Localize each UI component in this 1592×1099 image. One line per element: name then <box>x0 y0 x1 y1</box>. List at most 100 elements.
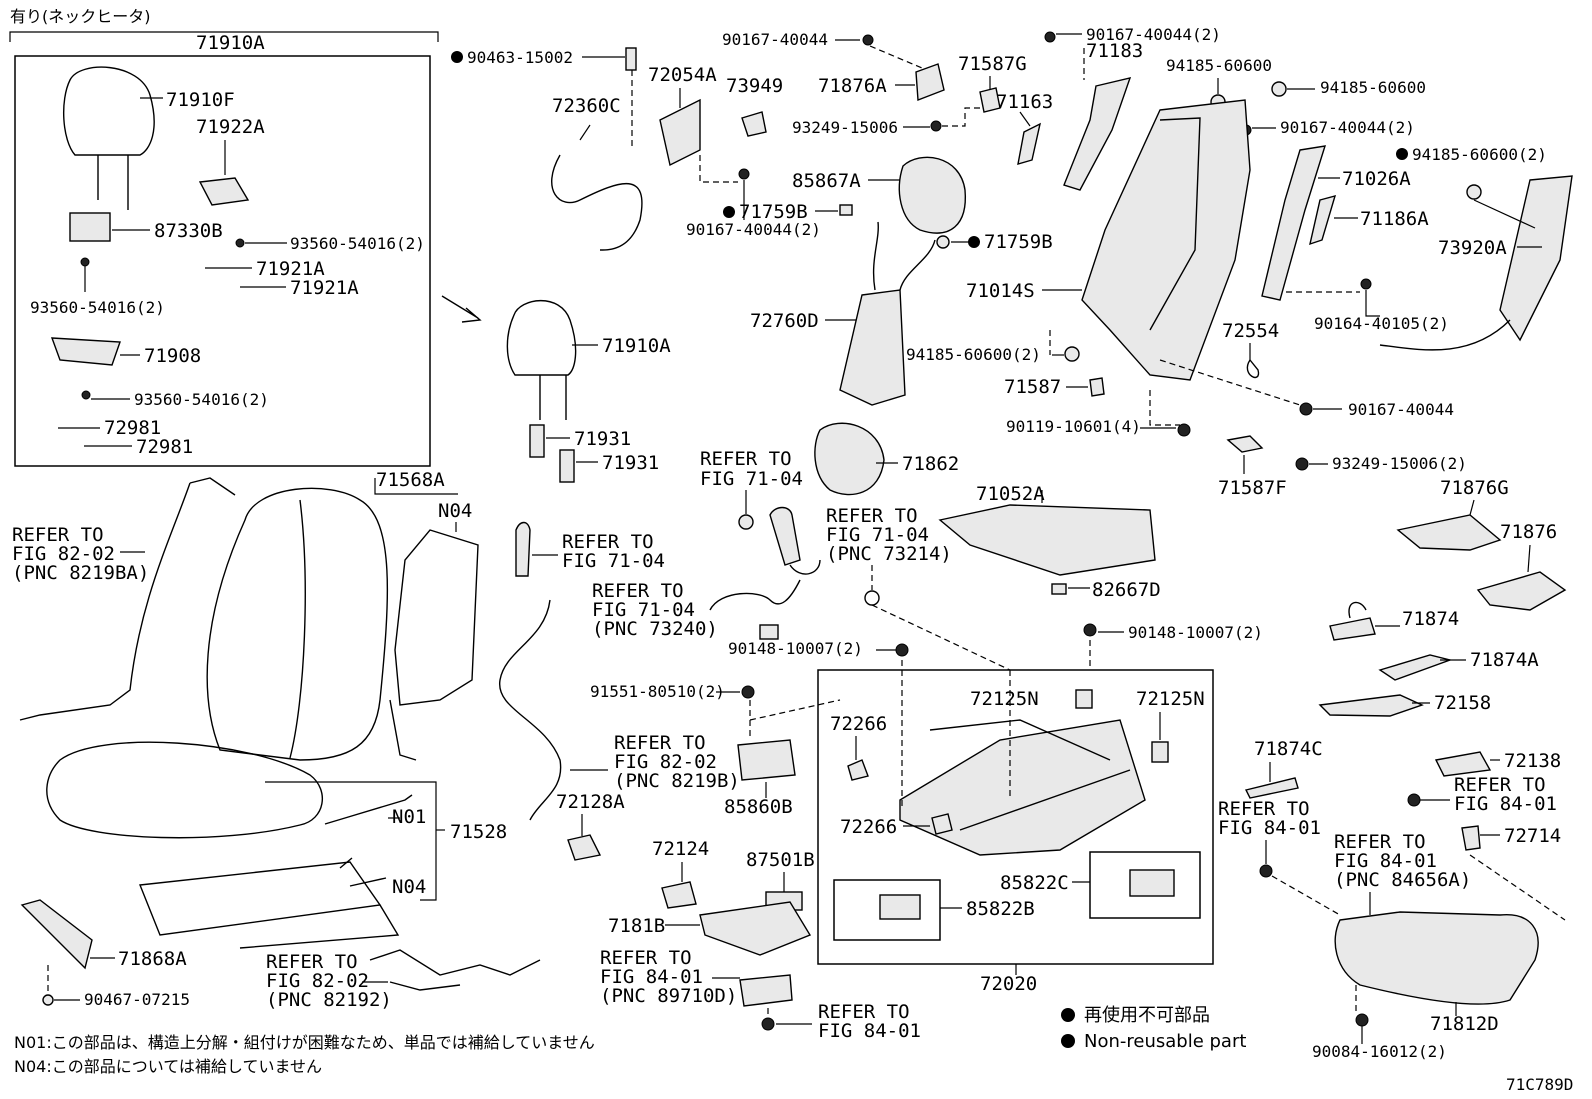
label-72138: 72138 <box>1504 750 1561 772</box>
footnote-n01: N01:この部品は、構造上分解・組付けが困難なため、単品では補給していません <box>14 1033 595 1052</box>
label-71759B-a: 71759B <box>739 201 808 223</box>
label-71014S: 71014S <box>966 280 1035 302</box>
label-71587F: 71587F <box>1218 477 1287 499</box>
footnote-n04: N04:この部品については補給していません <box>14 1057 322 1076</box>
part-85867A-shape <box>898 156 966 234</box>
label-71163: 71163 <box>996 91 1053 113</box>
ref-fig-71-04-b-line1: REFER TO <box>562 531 654 553</box>
part-73949-shape <box>741 111 767 137</box>
label-71910A: 71910A <box>602 335 671 357</box>
label-90148-10007-b: 90148-10007(2) <box>1128 623 1263 642</box>
label-71910A-top: 71910A <box>196 32 265 54</box>
label-71921A-b: 71921A <box>290 277 359 299</box>
part-71922A-shape <box>198 177 250 206</box>
label-94185-60600-a: 94185-60600 <box>1166 56 1272 75</box>
label-87501B: 87501B <box>746 849 815 871</box>
label-72981-a: 72981 <box>104 417 161 439</box>
headrest-shape <box>506 299 577 376</box>
guide-71931-a-shape <box>529 424 545 458</box>
part-71868A-shape <box>20 899 93 970</box>
label-93560-54016-b: 93560-54016(2) <box>30 298 165 317</box>
label-91551-80510: 91551-80510(2) <box>590 682 725 701</box>
label-71587: 71587 <box>1004 376 1061 398</box>
label-87330B: 87330B <box>154 220 223 242</box>
diagram-code: 71C789D <box>1506 1075 1573 1094</box>
label-71874: 71874 <box>1402 608 1459 630</box>
ref-pnc-84656A-line2: FIG 84-01 <box>1334 850 1437 872</box>
label-71812D: 71812D <box>1430 1013 1499 1035</box>
label-71026A: 71026A <box>1342 168 1411 190</box>
part-71183-shape <box>1063 77 1132 191</box>
label-71931-b: 71931 <box>602 452 659 474</box>
ref-pnc-8219BA-line1: REFER TO <box>12 524 104 546</box>
part-72158-shape <box>1318 694 1424 717</box>
label-7181B: 7181B <box>608 915 665 937</box>
label-71874C: 71874C <box>1254 738 1323 760</box>
seat-track-shape <box>899 719 1146 856</box>
harness-8219B-shape <box>499 599 562 821</box>
label-85822C: 85822C <box>1000 872 1069 894</box>
part-72054A-shape <box>659 98 701 167</box>
label-72266-b: 72266 <box>840 816 897 838</box>
ref-pnc-89710D-line2: FIG 84-01 <box>600 966 703 988</box>
label-90167-40044-c: 90167-40044(2) <box>1280 118 1415 137</box>
ref-fig-84-01-b-line2: FIG 84-01 <box>1454 793 1557 815</box>
non-reusable-marker <box>451 51 463 63</box>
label-71183: 71183 <box>1086 40 1143 62</box>
label-71759B-b: 71759B <box>984 231 1053 253</box>
ref-fig-84-01-b-line1: REFER TO <box>1454 774 1546 796</box>
part-73920A-shape <box>1499 175 1573 342</box>
label-73920A: 73920A <box>1438 237 1507 259</box>
part-87330B-shape <box>69 212 111 242</box>
label-71874A: 71874A <box>1470 649 1539 671</box>
label-71052A: 71052A <box>976 483 1045 505</box>
ref-pnc-8219BA-line2: FIG 82-02 <box>12 543 115 565</box>
label-72158: 72158 <box>1434 692 1491 714</box>
part-7181B-shape <box>699 901 812 956</box>
part-71876A-shape <box>915 63 945 101</box>
ref-fig-84-01-a-line2: FIG 84-01 <box>818 1020 921 1042</box>
part-71026A-shape <box>1261 145 1327 301</box>
label-93560-54016-c: 93560-54016(2) <box>134 390 269 409</box>
label-90167-40044-a: 90167-40044 <box>722 30 828 49</box>
label-71862: 71862 <box>902 453 959 475</box>
ref-pnc-8219B-line2: FIG 82-02 <box>614 751 717 773</box>
label-73949: 73949 <box>726 75 783 97</box>
part-71876-shape <box>1476 571 1567 611</box>
label-72714: 72714 <box>1504 825 1561 847</box>
label-85822B: 85822B <box>966 898 1035 920</box>
motor-85822B-box <box>833 879 941 941</box>
label-82667D: 82667D <box>1092 579 1161 601</box>
label-90084-16012: 90084-16012(2) <box>1312 1042 1447 1061</box>
ref-fig-71-04-a-line2: FIG 71-04 <box>700 468 803 490</box>
label-72124: 72124 <box>652 838 709 860</box>
label-N04-b: N04 <box>392 876 426 898</box>
ref-fig-84-01-a-line1: REFER TO <box>818 1001 910 1023</box>
label-90167-40044-e: 90167-40044 <box>1348 400 1454 419</box>
seat-cushion-71528-shape <box>46 741 323 839</box>
arrow-icon <box>441 295 482 323</box>
label-90167-40044-b: 90167-40044(2) <box>1086 25 1221 44</box>
cushion-heater-shape <box>139 861 382 936</box>
ref-pnc-8219BA-line3: (PNC 8219BA) <box>12 562 149 584</box>
label-85867A: 85867A <box>792 170 861 192</box>
headrest-group-bracket <box>9 31 439 42</box>
legend-ja: 再使用不可部品 <box>1084 1005 1210 1026</box>
switch-knob-shape <box>515 521 531 577</box>
part-71874-shape <box>1329 617 1376 641</box>
ref-fig-84-01-c-line2: FIG 84-01 <box>1218 817 1321 839</box>
label-71876G: 71876G <box>1440 477 1509 499</box>
label-90164-40105: 90164-40105(2) <box>1314 314 1449 333</box>
label-71528: 71528 <box>450 821 507 843</box>
ref-pnc-82192-line3: (PNC 82192) <box>266 989 392 1011</box>
label-71568A: 71568A <box>376 469 445 491</box>
label-93560-54016-a: 93560-54016(2) <box>290 234 425 253</box>
label-72054A: 72054A <box>648 64 717 86</box>
label-N04-a: N04 <box>438 500 472 522</box>
ref-pnc-89710D-line1: REFER TO <box>600 947 692 969</box>
part-71908-shape <box>50 337 121 366</box>
label-90467-07215: 90467-07215 <box>84 990 190 1009</box>
legend-marker <box>1061 1008 1075 1022</box>
motor-85822C-box <box>1089 851 1201 919</box>
